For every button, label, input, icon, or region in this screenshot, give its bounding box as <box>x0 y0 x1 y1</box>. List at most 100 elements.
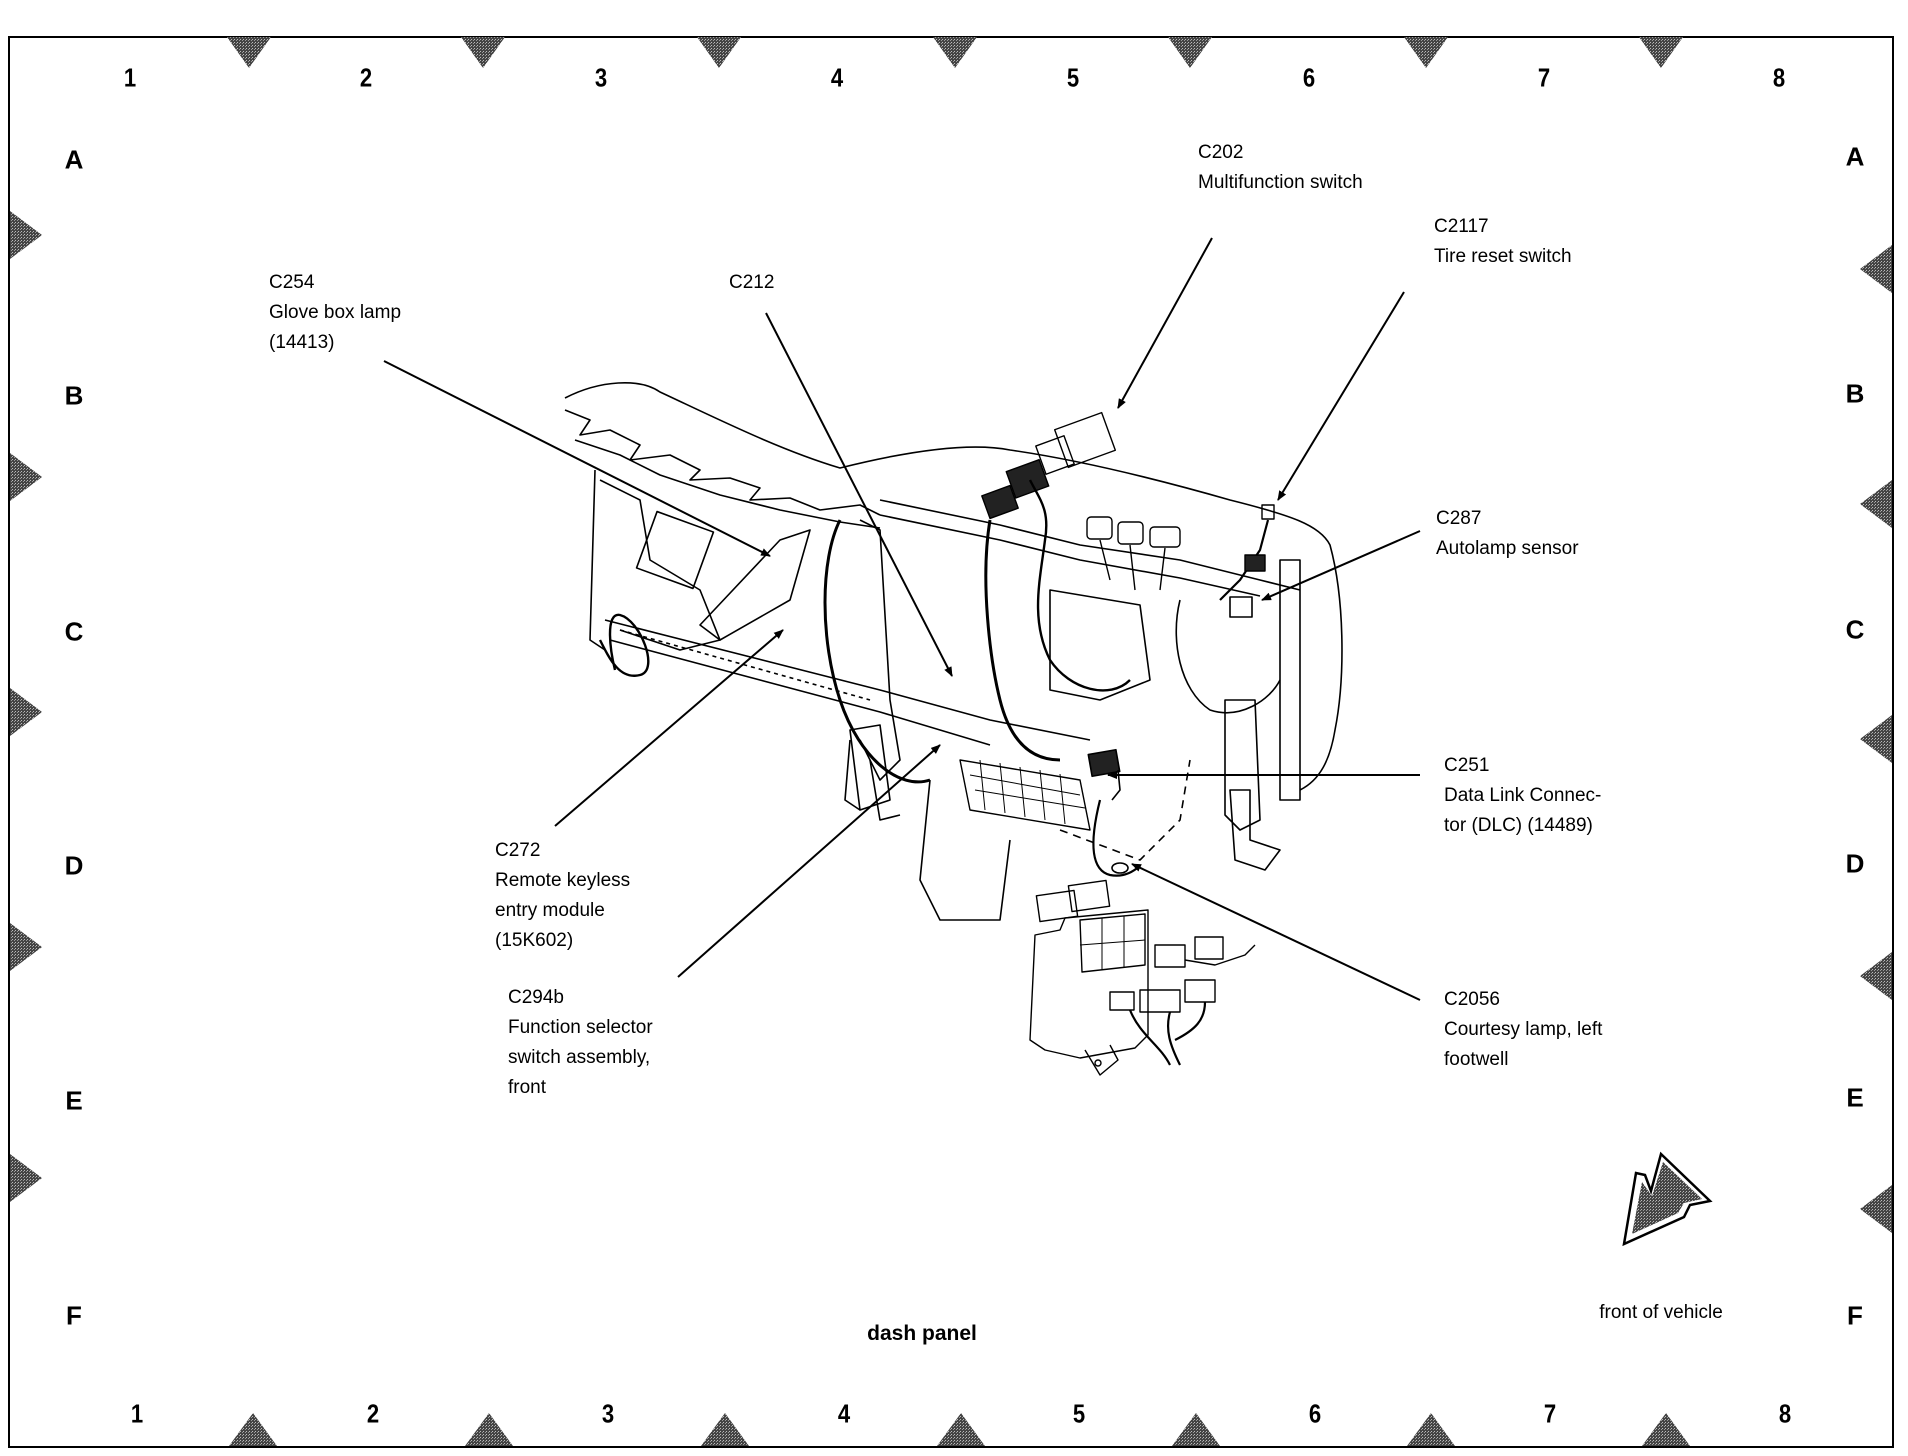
grid-marker-left <box>10 453 42 501</box>
callout-c2056: C2056 Courtesy lamp, left footwell <box>1444 985 1602 1075</box>
grid-row-label-right: B <box>1845 378 1865 409</box>
grid-marker-top <box>1639 37 1683 68</box>
callout-code: C272 <box>495 840 541 861</box>
callout-code: C254 <box>269 272 315 293</box>
grid-marker-top <box>697 37 741 68</box>
grid-marker-top <box>461 37 505 68</box>
rke-connectors <box>1109 936 1256 1066</box>
callout-description: Tire reset switch <box>1434 246 1572 267</box>
callout-c287: C287 Autolamp sensor <box>1436 504 1579 564</box>
grid-row-label-left: B <box>64 380 84 411</box>
callout-description: (15K602) <box>495 930 574 951</box>
grid-row-label-left: E <box>65 1085 83 1116</box>
callout-c251: C251 Data Link Connec- tor (DLC) (14489) <box>1444 751 1601 841</box>
grid-markers <box>10 37 1892 1446</box>
callout-description: Remote keyless <box>495 870 631 891</box>
tire-reset-connector <box>1219 504 1275 601</box>
grid-marker-bottom <box>1642 1413 1690 1446</box>
callout-code: C2117 <box>1434 216 1489 237</box>
grid-marker-bottom <box>465 1413 513 1446</box>
callout-c294b: C294b Function selector switch assembly,… <box>508 983 653 1103</box>
leader-c2117 <box>1277 291 1405 501</box>
grid-column-label-bottom: 8 <box>1778 1398 1792 1429</box>
callout-c2117: C2117 Tire reset switch <box>1434 212 1572 272</box>
panel-left-edge <box>589 469 606 651</box>
callout-description: Courtesy lamp, left <box>1444 1019 1603 1040</box>
grid-marker-left <box>10 923 42 971</box>
grid-column-label-top: 2 <box>359 62 373 93</box>
leader-c287 <box>1261 530 1421 601</box>
grid-column-label-bottom: 5 <box>1072 1398 1086 1429</box>
callout-code: C202 <box>1198 142 1244 163</box>
grid-column-label-top: 4 <box>830 62 844 93</box>
callout-description: Autolamp sensor <box>1436 538 1579 559</box>
grid-marker-right <box>1860 715 1892 763</box>
right-floor-bracket <box>1229 789 1281 871</box>
leader-c272 <box>554 629 784 827</box>
callout-description: Multifunction switch <box>1198 172 1363 193</box>
grid-row-label-right: A <box>1845 141 1865 172</box>
cowl-top-outline <box>564 382 1343 791</box>
lower-right-floor <box>1059 759 1191 861</box>
lower-beam-hatch <box>619 629 871 701</box>
ip-connectors <box>1086 516 1181 591</box>
grid-marker-right <box>1860 952 1892 1000</box>
right-hood <box>1175 599 1281 714</box>
callout-code: C2056 <box>1444 989 1500 1010</box>
windshield-lip-inner <box>574 439 881 529</box>
grid-marker-top <box>933 37 977 68</box>
right-brace <box>1279 559 1301 801</box>
front-of-vehicle-label: front of vehicle <box>1599 1302 1723 1323</box>
left-lower-mount <box>844 739 901 821</box>
grid-marker-top <box>1168 37 1212 68</box>
lower-pillar <box>919 779 1011 921</box>
grid-marker-right <box>1860 245 1892 293</box>
panel-left-slot <box>635 510 715 590</box>
grid-column-label-top: 6 <box>1302 62 1316 93</box>
callout-c212: C212 <box>729 268 774 298</box>
grid-marker-top <box>227 37 271 68</box>
grid-marker-right <box>1860 1185 1892 1233</box>
callout-description: (14413) <box>269 332 335 353</box>
grid-marker-left <box>10 688 42 736</box>
callout-description: Glove box lamp <box>269 302 402 323</box>
dash-panel-illustration <box>564 382 1343 1076</box>
callout-c254: C254 Glove box lamp (14413) <box>269 268 401 358</box>
grid-marker-bottom <box>1172 1413 1220 1446</box>
lower-bracket-left <box>849 724 891 811</box>
grid-column-label-bottom: 4 <box>837 1398 851 1429</box>
callout-code: C251 <box>1444 755 1490 776</box>
grid-column-label-top: 8 <box>1772 62 1786 93</box>
callout-description: Data Link Connec- <box>1444 785 1602 806</box>
grid-column-label-bottom: 3 <box>601 1398 615 1429</box>
leader-lines <box>383 237 1421 1001</box>
rke-module <box>1029 879 1149 1076</box>
grid-row-label-left: D <box>64 850 84 881</box>
front-direction-arrow-icon <box>1622 1151 1713 1247</box>
grid-column-label-bottom: 2 <box>366 1398 380 1429</box>
grid-row-label-left: F <box>66 1300 82 1331</box>
steering-harness <box>823 519 931 784</box>
grid-column-label-bottom: 6 <box>1308 1398 1322 1429</box>
grid-row-label-right: C <box>1845 614 1865 645</box>
callout-description: switch assembly, <box>508 1047 651 1068</box>
page-border <box>8 36 1894 1448</box>
courtesy-lamp-bulb <box>1111 862 1129 874</box>
callout-code: C212 <box>729 272 775 293</box>
lower-beam <box>604 619 1091 741</box>
windshield-lip <box>564 409 881 516</box>
callout-c202: C202 Multifunction switch <box>1198 138 1363 198</box>
callout-description: tor (DLC) (14489) <box>1444 815 1593 836</box>
left-harness <box>598 613 650 677</box>
grid-marker-bottom <box>937 1413 985 1446</box>
grid-row-label-right: F <box>1847 1300 1863 1331</box>
callout-c272: C272 Remote keyless entry module (15K602… <box>495 836 630 956</box>
grid-column-label-bottom: 1 <box>130 1398 144 1429</box>
grid-marker-bottom <box>1407 1413 1455 1446</box>
callout-description: entry module <box>495 900 605 921</box>
leader-c254 <box>383 360 771 557</box>
callout-code: C287 <box>1436 508 1482 529</box>
center-bracket <box>859 519 901 781</box>
grid-marker-right <box>1860 480 1892 528</box>
callout-description: Function selector <box>508 1017 653 1038</box>
